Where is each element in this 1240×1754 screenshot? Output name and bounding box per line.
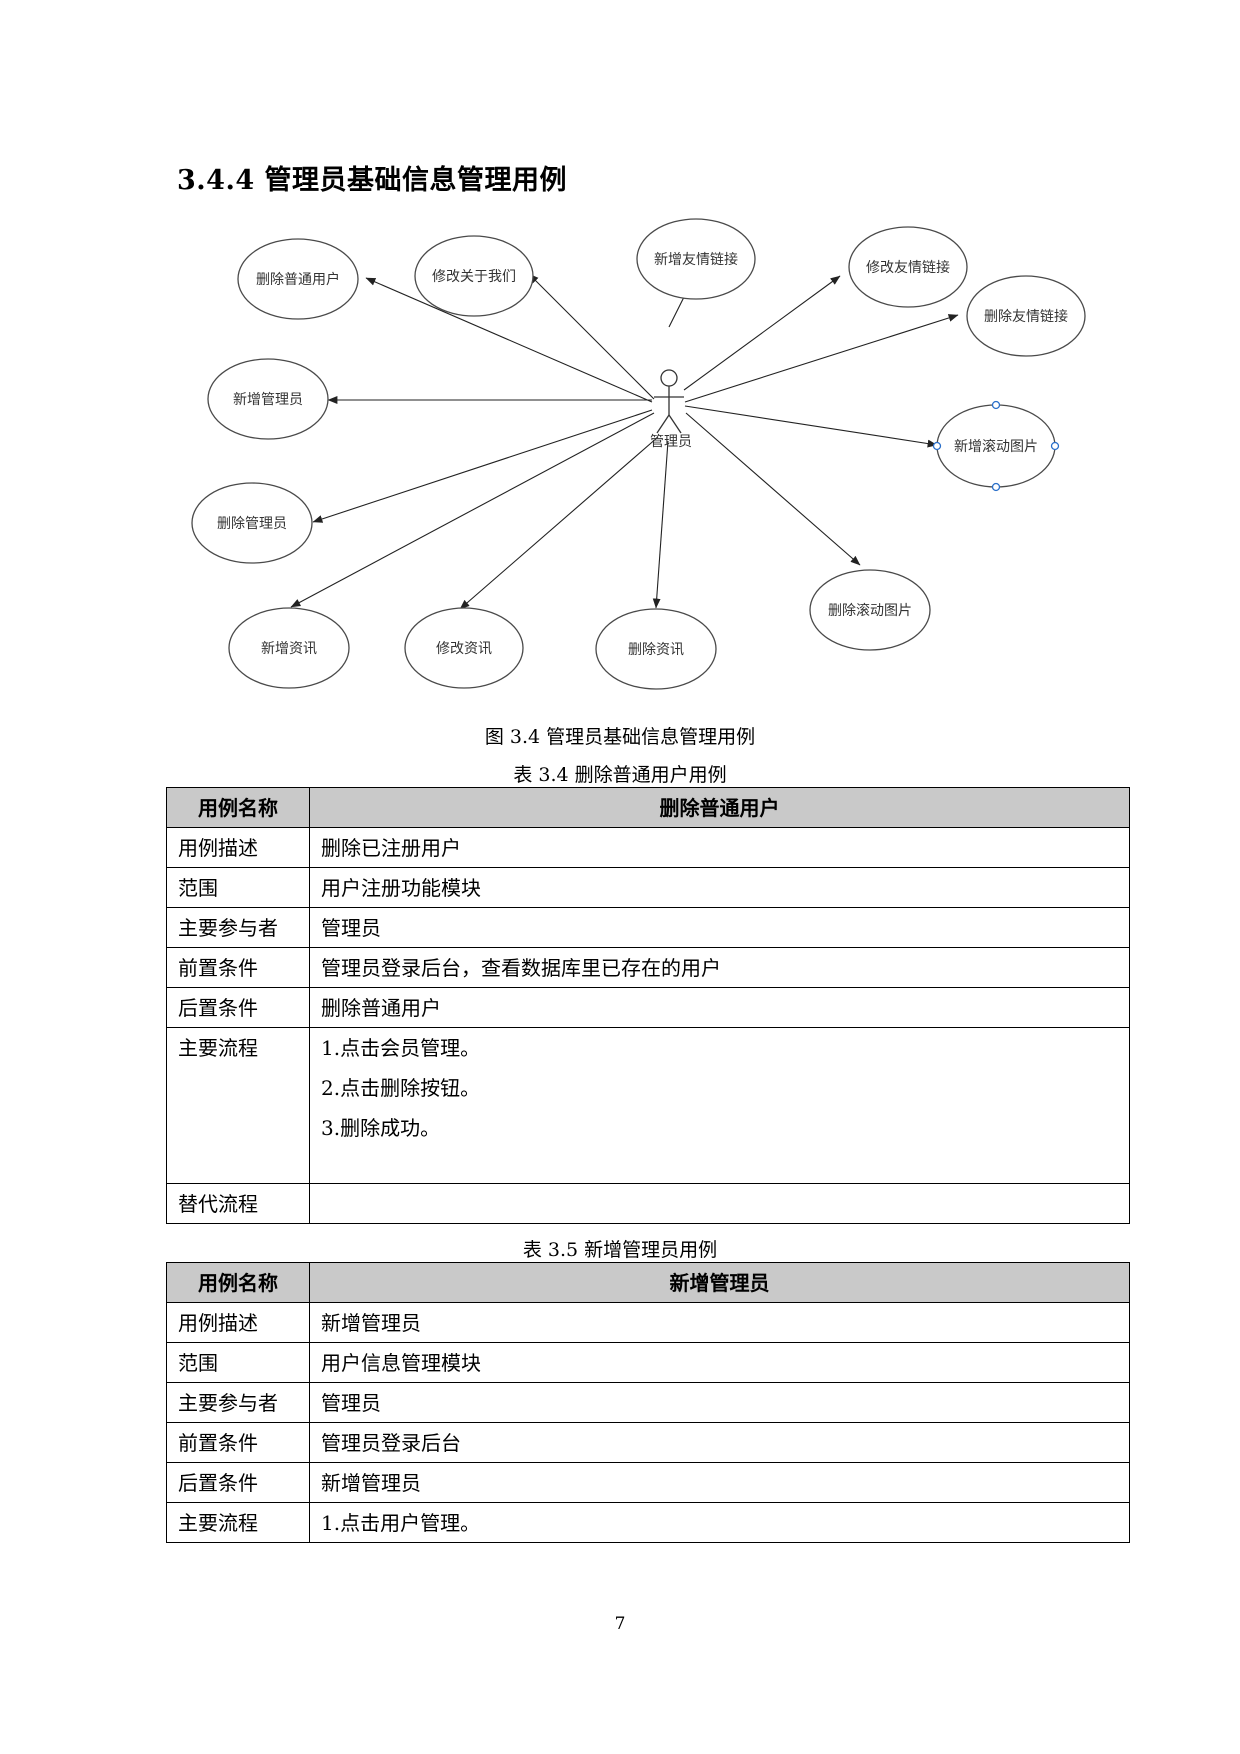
use-case-add-admin: 新增管理员	[207, 358, 329, 440]
use-case-add-banner: 新增滚动图片	[932, 400, 1060, 492]
flow-step: 2.点击删除按钮。	[321, 1076, 481, 1100]
flow-step: 3.删除成功。	[321, 1116, 441, 1140]
use-case-diagram: 删除普通用户 修改关于我们 新增友情链接 修改友情链接 删除友情链接 新增管理员…	[191, 218, 1086, 690]
table-row: 主要流程 1.点击会员管理。 2.点击删除按钮。 3.删除成功。	[166, 1027, 1130, 1184]
header-cell: 用例名称	[166, 1262, 310, 1303]
actor-admin: 管理员	[650, 369, 692, 450]
svg-text:删除普通用户: 删除普通用户	[256, 271, 340, 288]
row-value: 新增管理员	[309, 1302, 1130, 1343]
row-value: 1.点击会员管理。 2.点击删除按钮。 3.删除成功。	[309, 1027, 1130, 1184]
table-3-5-caption: 表 3.5 新增管理员用例	[522, 1239, 718, 1261]
table-row: 范围 用户注册功能模块	[166, 867, 1130, 908]
table-header-row: 用例名称 删除普通用户	[166, 787, 1130, 828]
assoc-add-news	[290, 412, 655, 608]
use-case-add-link: 新增友情链接	[636, 218, 756, 300]
use-case-delete-banner: 删除滚动图片	[809, 569, 931, 651]
svg-text:新增管理员: 新增管理员	[233, 392, 303, 408]
svg-text:新增资讯: 新增资讯	[261, 641, 317, 657]
assoc-delete-user	[365, 277, 653, 403]
figure-caption: 图 3.4 管理员基础信息管理用例	[484, 726, 756, 748]
row-label: 前置条件	[166, 947, 310, 988]
row-label: 主要流程	[166, 1027, 310, 1184]
row-value: 管理员登录后台	[309, 1422, 1130, 1463]
use-case-edit-about: 修改关于我们	[414, 235, 534, 317]
table-3-4: 用例名称 删除普通用户 用例描述 删除已注册用户 范围 用户注册功能模块 主要参…	[166, 787, 1130, 1224]
row-label: 范围	[166, 1342, 310, 1383]
row-label: 主要参与者	[166, 1382, 310, 1423]
assoc-edit-about	[528, 273, 655, 400]
use-case-delete-user: 删除普通用户	[237, 238, 359, 320]
assoc-delete-banner	[685, 412, 861, 566]
row-label: 用例描述	[166, 827, 310, 868]
table-row: 后置条件 删除普通用户	[166, 987, 1130, 1028]
header-cell: 删除普通用户	[309, 787, 1130, 828]
selection-handle	[932, 441, 942, 451]
row-label: 后置条件	[166, 987, 310, 1028]
flow-step: 1.点击会员管理。	[321, 1036, 481, 1060]
svg-text:修改资讯: 修改资讯	[436, 641, 492, 657]
row-label: 主要流程	[166, 1502, 310, 1543]
row-label: 后置条件	[166, 1462, 310, 1503]
svg-text:删除管理员: 删除管理员	[217, 516, 287, 532]
use-case-delete-news: 删除资讯	[595, 608, 717, 690]
table-row: 用例描述 新增管理员	[166, 1302, 1130, 1343]
use-case-add-news: 新增资讯	[228, 607, 350, 689]
assoc-edit-link	[683, 275, 841, 391]
row-label: 替代流程	[166, 1183, 310, 1224]
row-label: 范围	[166, 867, 310, 908]
selection-handle	[991, 400, 1001, 410]
assoc-delete-news	[652, 440, 669, 609]
row-value: 删除已注册用户	[309, 827, 1130, 868]
row-value: 1.点击用户管理。	[309, 1502, 1130, 1543]
row-value: 删除普通用户	[309, 987, 1130, 1028]
row-value: 用户信息管理模块	[309, 1342, 1130, 1383]
table-row: 替代流程	[166, 1183, 1130, 1224]
svg-text:删除资讯: 删除资讯	[628, 642, 684, 658]
row-value: 用户注册功能模块	[309, 867, 1130, 908]
table-row: 前置条件 管理员登录后台，查看数据库里已存在的用户	[166, 947, 1130, 988]
table-row: 用例描述 删除已注册用户	[166, 827, 1130, 868]
svg-text:新增友情链接: 新增友情链接	[654, 251, 738, 268]
use-case-delete-link: 删除友情链接	[966, 275, 1086, 357]
row-value: 管理员	[309, 1382, 1130, 1423]
assoc-add-banner	[684, 405, 938, 448]
table-row: 后置条件 新增管理员	[166, 1462, 1130, 1503]
table-row: 范围 用户信息管理模块	[166, 1342, 1130, 1383]
row-label: 用例描述	[166, 1302, 310, 1343]
svg-text:删除友情链接: 删除友情链接	[984, 308, 1068, 325]
table-3-5: 用例名称 新增管理员 用例描述 新增管理员 范围 用户信息管理模块 主要参与者 …	[166, 1262, 1130, 1543]
table-row: 主要流程 1.点击用户管理。	[166, 1502, 1130, 1543]
svg-text:新增滚动图片: 新增滚动图片	[954, 438, 1038, 455]
table-header-row: 用例名称 新增管理员	[166, 1262, 1130, 1303]
selection-handle	[1050, 441, 1060, 451]
use-case-edit-news: 修改资讯	[404, 607, 524, 689]
header-cell: 新增管理员	[309, 1262, 1130, 1303]
svg-text:管理员: 管理员	[650, 434, 692, 450]
row-value	[309, 1183, 1130, 1224]
table-3-4-caption: 表 3.4 删除普通用户用例	[513, 764, 727, 786]
table-row: 前置条件 管理员登录后台	[166, 1422, 1130, 1463]
table-row: 主要参与者 管理员	[166, 1382, 1130, 1423]
row-value: 新增管理员	[309, 1462, 1130, 1503]
row-label: 前置条件	[166, 1422, 310, 1463]
assoc-delete-admin	[312, 409, 653, 523]
header-cell: 用例名称	[166, 787, 310, 828]
assoc-delete-link	[684, 314, 959, 403]
assoc-edit-news	[459, 436, 659, 610]
row-value: 管理员	[309, 907, 1130, 948]
table-row: 主要参与者 管理员	[166, 907, 1130, 948]
page-number: 7	[614, 1614, 626, 1634]
svg-text:删除滚动图片: 删除滚动图片	[828, 602, 912, 619]
svg-text:修改友情链接: 修改友情链接	[866, 259, 950, 276]
row-label: 主要参与者	[166, 907, 310, 948]
selection-handle	[991, 482, 1001, 492]
section-title: 3.4.4 管理员基础信息管理用例	[177, 165, 568, 196]
svg-text:修改关于我们: 修改关于我们	[432, 269, 516, 285]
row-value: 管理员登录后台，查看数据库里已存在的用户	[309, 947, 1130, 988]
use-case-edit-link: 修改友情链接	[848, 226, 968, 308]
use-case-delete-admin: 删除管理员	[191, 482, 313, 564]
